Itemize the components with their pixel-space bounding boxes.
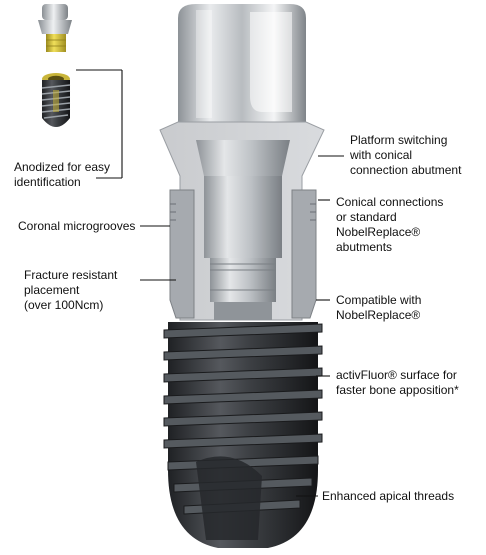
label-coronal-microgrooves: Coronal microgrooves (18, 219, 136, 233)
label-platform-switching: Platform switching with conical connecti… (350, 133, 462, 177)
label-activfluor: activFluor® surface for faster bone appo… (336, 368, 459, 397)
label-fracture-resistant: Fracture resistant placement (over 100Nc… (24, 268, 118, 312)
thumbnail-implant (41, 73, 71, 127)
label-compatible: Compatible with NobelReplace® (336, 293, 422, 322)
label-anodized: Anodized for easy identification (14, 160, 111, 189)
label-apical-threads: Enhanced apical threads (322, 489, 455, 503)
leader-lines (76, 69, 344, 497)
central-screw (196, 140, 290, 320)
label-conical-connections: Conical connections or standard NobelRep… (336, 195, 444, 254)
implant-wall-section (169, 189, 317, 319)
abutment-cap (178, 4, 306, 122)
implant-body (163, 322, 323, 548)
thumbnail-abutment (38, 4, 72, 52)
